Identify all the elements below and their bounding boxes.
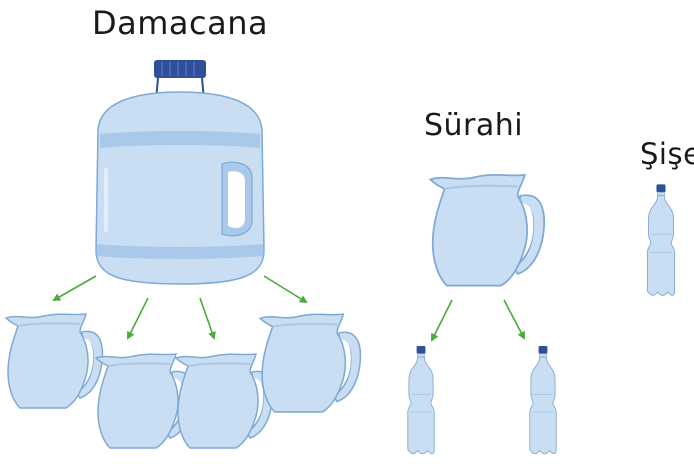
- sise-label: Şişe: [640, 137, 694, 171]
- pitcher-icon: [96, 354, 192, 448]
- pitcher-icon: [6, 314, 102, 408]
- arrow-icon: [432, 300, 524, 340]
- pitcher-icon: [430, 175, 544, 286]
- pitcher-icon: [260, 314, 360, 412]
- surahi-label: Sürahi: [424, 108, 523, 143]
- damacana-label: Damacana: [92, 4, 268, 42]
- bottle-icon: [530, 346, 556, 454]
- water-jug-icon: [96, 60, 264, 284]
- bottle-icon: [408, 346, 434, 454]
- arrow-icon: [54, 276, 306, 338]
- pitcher-icon: [176, 354, 272, 448]
- bottle-icon: [647, 184, 674, 295]
